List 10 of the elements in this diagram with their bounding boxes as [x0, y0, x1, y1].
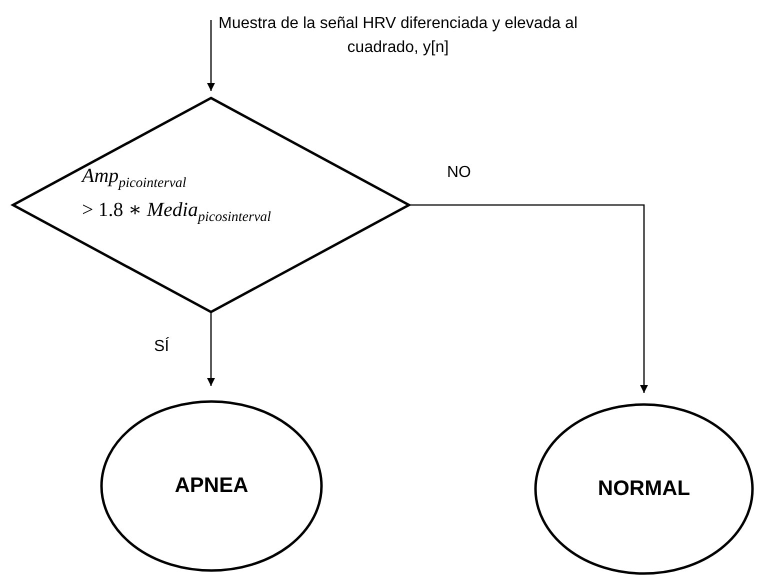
decision-diamond [12, 97, 410, 313]
condition-formula: Amp$_{picointerval}$ > 1.8 ∗ Media$_{picosinterval}$ [82, 164, 272, 227]
arrow [207, 20, 215, 91]
input-label: Muestra de la señal HRV diferenciada y elevada al cuadrado, y[n] [200, 12, 596, 60]
arrow [207, 313, 215, 386]
arrow [410, 204, 648, 393]
result-label: NORMAL [596, 477, 692, 501]
terminal-ellipse [534, 403, 754, 575]
terminal-ellipse [100, 400, 323, 572]
result-label: APNEA [174, 474, 250, 498]
